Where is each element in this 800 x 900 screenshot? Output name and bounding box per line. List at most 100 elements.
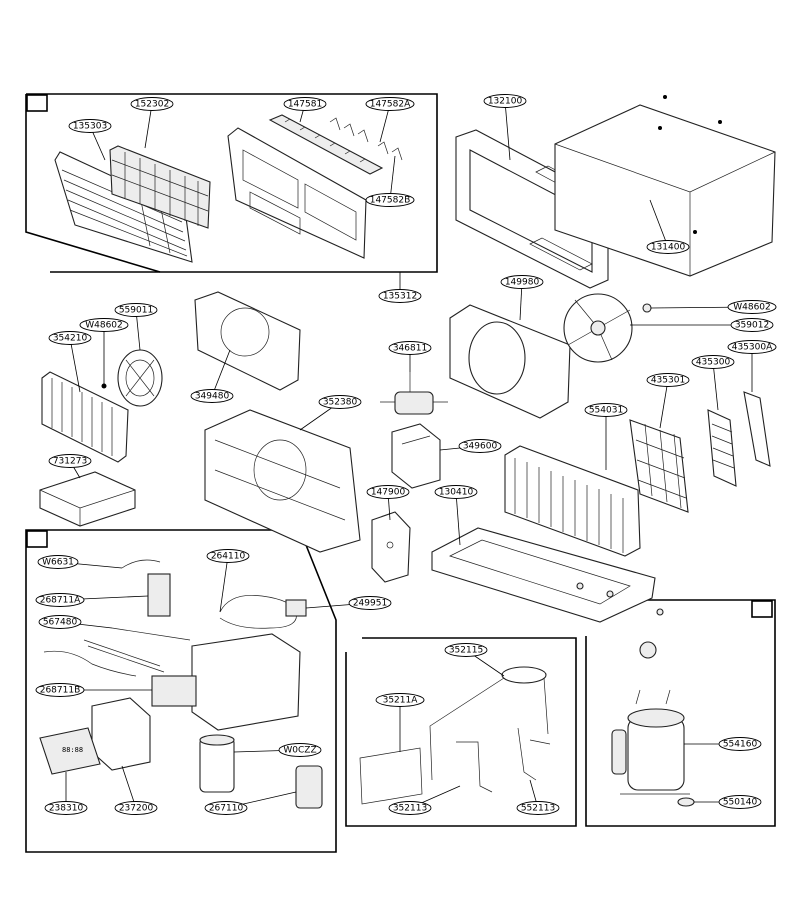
label-bubble <box>365 97 415 111</box>
leader-line <box>649 199 669 248</box>
pcb-b-part <box>151 675 197 707</box>
callout-352380: 352380 <box>299 395 362 431</box>
louver-strip-part <box>268 114 384 175</box>
leader-line <box>455 491 461 546</box>
part-number-label: 149980 <box>505 278 540 288</box>
frame-tag-compressor <box>751 600 773 618</box>
callout-147582b: 147582B <box>365 155 415 207</box>
label-bubble <box>375 693 425 707</box>
part-number-label: 731273 <box>53 457 87 467</box>
label-bubble <box>458 439 502 453</box>
label-bubble <box>206 549 250 563</box>
part-number-label: 130410 <box>439 488 474 498</box>
part-number-label: 147582B <box>370 196 411 206</box>
label-bubble <box>366 485 410 499</box>
callout-238310: 238310 <box>44 772 88 815</box>
label-bubble <box>130 97 174 111</box>
part-number-label: 152302 <box>135 100 169 110</box>
callout-349480: 349480 <box>190 349 234 403</box>
label-bubble <box>584 403 628 417</box>
leader-line <box>219 555 229 613</box>
part-number-label: 238310 <box>49 804 84 814</box>
frame-front-panel-left <box>25 94 161 273</box>
fan-nut-part <box>642 303 652 313</box>
w6631-wire <box>121 559 161 569</box>
label-bubble <box>114 303 158 317</box>
label-bubble <box>38 615 82 629</box>
callout-135312: 135312 <box>378 272 422 303</box>
label-bubble <box>434 485 478 499</box>
part-number-label: 354210 <box>53 334 88 344</box>
motor-bracket-part <box>391 423 441 489</box>
label-bubble <box>79 318 129 332</box>
control-panel-part <box>91 697 151 771</box>
part-number-label: 352115 <box>449 646 483 656</box>
louver-clips-part <box>329 117 403 161</box>
label-bubble <box>730 318 774 332</box>
callout-w48602-left: W48602 <box>79 318 129 384</box>
label-bubble <box>35 683 85 697</box>
callout-35211a: 35211A <box>375 693 425 752</box>
part-number-label: 554031 <box>589 406 623 416</box>
leader-line <box>389 155 396 201</box>
part-number-label: 267110 <box>209 804 244 814</box>
callout-731273: 731273 <box>48 454 92 479</box>
leader-line <box>659 379 669 429</box>
part-number-label: W48602 <box>733 303 771 313</box>
leader-line <box>211 349 231 397</box>
part-number-label: 147581 <box>288 100 322 110</box>
part-number-label: 132100 <box>488 97 523 107</box>
label-bubble <box>516 801 560 815</box>
leader-line <box>144 103 153 149</box>
label-bubble <box>48 331 92 345</box>
harness-part <box>83 627 191 673</box>
packing-block-part <box>39 471 136 527</box>
leader-line <box>121 765 137 809</box>
part-number-label: 264110 <box>211 552 246 562</box>
partition-base-part <box>204 409 361 553</box>
label-bubble <box>378 289 422 303</box>
cabinet-part <box>554 95 776 277</box>
callout-147900: 147900 <box>366 485 410 521</box>
callout-147581: 147581 <box>283 97 327 123</box>
callout-237200: 237200 <box>114 765 158 815</box>
air-filter-part <box>109 145 211 229</box>
label-bubble <box>646 373 690 387</box>
harness-b-part <box>43 650 137 677</box>
frame-tag-front-panel <box>26 94 48 112</box>
label-bubble <box>35 593 85 607</box>
part-number-label: 349480 <box>195 392 230 402</box>
label-bubble <box>727 300 777 314</box>
part-number-label: 249951 <box>353 599 387 609</box>
part-number-label: 237200 <box>119 804 154 814</box>
label-bubble <box>283 97 327 111</box>
control-box-part <box>191 633 301 731</box>
callout-w0czz: W0CZZ <box>233 743 322 757</box>
parts-artwork <box>39 95 776 809</box>
part-number-label: 352380 <box>323 398 358 408</box>
rear-grilles-part <box>629 391 771 513</box>
label-bubble <box>44 801 88 815</box>
label-bubble <box>718 737 762 751</box>
label-bubble <box>37 555 79 569</box>
group-frames <box>25 93 776 853</box>
callout-268711b: 268711B <box>35 683 152 697</box>
evaporator-coil-part <box>41 371 129 463</box>
callout-267110: 267110 <box>204 791 297 815</box>
label-bubble <box>388 801 432 815</box>
blower-scroll-part <box>194 291 301 391</box>
pcb-a-part <box>147 573 171 617</box>
callout-w48602-right: W48602 <box>650 300 777 314</box>
label-bubble <box>483 94 527 108</box>
label-bubble <box>318 395 362 409</box>
screw-part <box>101 383 107 389</box>
callout-552113: 552113 <box>516 779 560 815</box>
condenser-coil-part <box>504 445 641 557</box>
leader-line <box>504 100 511 161</box>
power-cord-part <box>219 595 297 629</box>
fan-motor-part <box>380 372 448 415</box>
callout-435301: 435301 <box>646 373 690 429</box>
callout-135303: 135303 <box>68 119 112 161</box>
callout-132100: 132100 <box>483 94 527 161</box>
